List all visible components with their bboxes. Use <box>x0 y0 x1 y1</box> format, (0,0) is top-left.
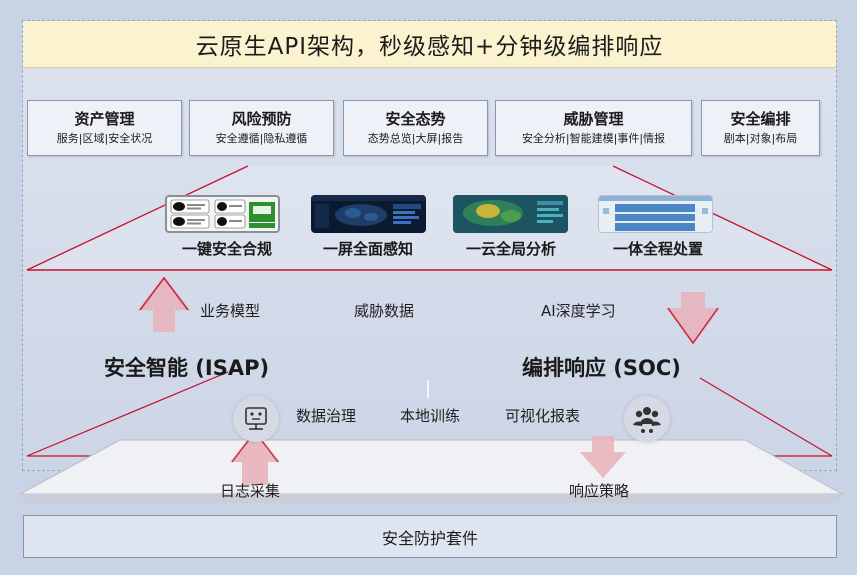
isap-label: 安全智能 (ISAP) <box>104 356 270 380</box>
security-suite-bar: 安全防护套件 <box>23 515 837 558</box>
local-training-label: 本地训练 <box>400 407 461 425</box>
diagram-title: 云原生API架构，秒级感知+分钟级编排响应 <box>23 21 836 68</box>
log-collection-label: 日志采集 <box>220 482 281 500</box>
module-title: 安全编排 <box>730 110 791 128</box>
module-title: 安全态势 <box>385 110 446 128</box>
module-title: 威胁管理 <box>563 110 624 128</box>
module-subtitle: 安全遵循|隐私遵循 <box>215 132 308 145</box>
business-model-label: 业务模型 <box>200 302 261 320</box>
module-subtitle: 服务|区域|安全状况 <box>56 132 153 145</box>
down-arrow-icon <box>666 292 720 345</box>
data-governance-label: 数据治理 <box>296 407 357 425</box>
module-risk-prevention: 风险预防 安全遵循|隐私遵循 <box>189 100 334 156</box>
module-asset-management: 资产管理 服务|区域|安全状况 <box>27 100 182 156</box>
capability-perception: 一屏全面感知 <box>322 240 413 258</box>
module-title: 风险预防 <box>231 110 292 128</box>
data-governance-icon <box>233 396 279 442</box>
capability-compliance: 一键安全合规 <box>181 240 272 258</box>
module-security-situation: 安全态势 态势总览|大屏|报告 <box>343 100 488 156</box>
compliance-thumbnail <box>165 195 280 233</box>
response-policy-label: 响应策略 <box>569 482 630 500</box>
module-title: 资产管理 <box>74 110 135 128</box>
visual-report-label: 可视化报表 <box>505 407 581 425</box>
module-subtitle: 安全分析|智能建模|事件|情报 <box>521 132 666 145</box>
down-arrow-icon <box>580 436 626 478</box>
soc-label: 编排响应 (SOC) <box>522 356 681 380</box>
diagram-frame <box>22 20 837 471</box>
module-subtitle: 剧本|对象|布局 <box>723 132 798 145</box>
capability-analysis: 一云全局分析 <box>465 240 556 258</box>
threat-data-label: 威胁数据 <box>354 302 415 320</box>
module-subtitle: 态势总览|大屏|报告 <box>367 132 464 145</box>
team-icon <box>624 396 670 442</box>
module-threat-management: 威胁管理 安全分析|智能建模|事件|情报 <box>495 100 692 156</box>
ai-learning-label: AI深度学习 <box>541 302 616 320</box>
analysis-thumbnail <box>453 195 568 233</box>
disposal-thumbnail <box>598 195 713 233</box>
dashboard-thumbnail <box>311 195 426 233</box>
module-security-orchestration: 安全编排 剧本|对象|布局 <box>701 100 820 156</box>
capability-disposal: 一体全程处置 <box>612 240 703 258</box>
up-arrow-icon <box>138 276 190 332</box>
